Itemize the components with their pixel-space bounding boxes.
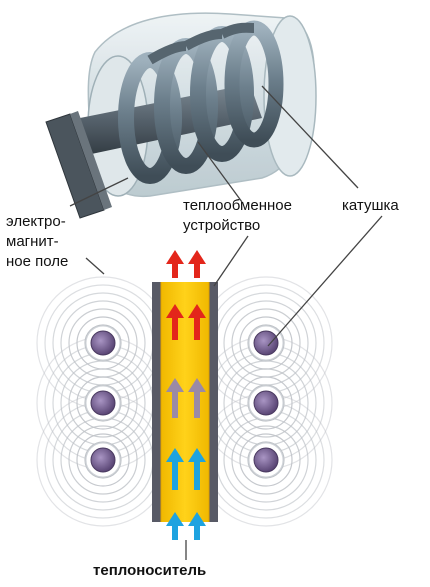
coil-cross-section-icon — [90, 447, 116, 473]
up-arrow-icon — [166, 378, 184, 418]
channel-wall-right — [209, 282, 218, 522]
up-arrow-icon — [166, 304, 184, 340]
label-coil: катушка — [342, 197, 399, 214]
leader-lines — [69, 85, 383, 560]
up-arrow-icon — [166, 448, 184, 490]
labels: электро- магнит- ное поле теплообменное … — [6, 197, 399, 579]
label-coolant: теплоноситель — [93, 562, 206, 579]
label-field-line3: ное поле — [6, 253, 68, 270]
flow-arrows — [166, 250, 206, 540]
channel-wall-left — [152, 282, 161, 522]
field-ring — [84, 441, 122, 479]
leader-coil-to-device — [261, 85, 359, 189]
leader-coil-to-conductor — [267, 215, 383, 347]
coil-3d — [118, 20, 284, 184]
channel-fill — [161, 282, 209, 522]
up-arrow-icon — [188, 304, 206, 340]
label-exchanger-line1: теплообменное — [183, 197, 292, 214]
field-ring — [231, 368, 301, 438]
up-arrow-icon — [188, 512, 206, 540]
leader-exchanger-to-channel — [213, 235, 249, 287]
device-3d-illustration — [45, 12, 317, 219]
leader-exchanger-to-device — [197, 141, 243, 203]
label-exchanger-line2: устройство — [183, 217, 260, 234]
field-ring — [247, 384, 285, 422]
coil-cross-section-icon — [253, 447, 279, 473]
up-arrow-icon — [166, 250, 184, 278]
field-ring — [84, 384, 122, 422]
leader-field-to-device — [69, 177, 129, 207]
label-field-line2: магнит- — [6, 233, 59, 250]
coil-cross-sections — [85, 325, 284, 478]
field-ring — [239, 376, 293, 430]
field-ring — [231, 425, 301, 495]
field-ring — [68, 368, 138, 438]
field-ring — [247, 441, 285, 479]
leader-field-to-rings — [85, 257, 105, 275]
field-ring — [76, 433, 130, 487]
up-arrow-icon — [188, 378, 206, 418]
up-arrow-icon — [188, 250, 206, 278]
up-arrow-icon — [166, 512, 184, 540]
field-ring — [68, 425, 138, 495]
field-ring — [239, 433, 293, 487]
coil-cross-section-icon — [90, 330, 116, 356]
coil-cross-section-icon — [253, 330, 279, 356]
heat-exchanger-channel — [152, 282, 218, 522]
up-arrow-icon — [188, 448, 206, 490]
field-ring — [76, 376, 130, 430]
label-field-line1: электро- — [6, 213, 66, 230]
coil-cross-section-icon — [90, 390, 116, 416]
coil-cross-section-icon — [253, 390, 279, 416]
